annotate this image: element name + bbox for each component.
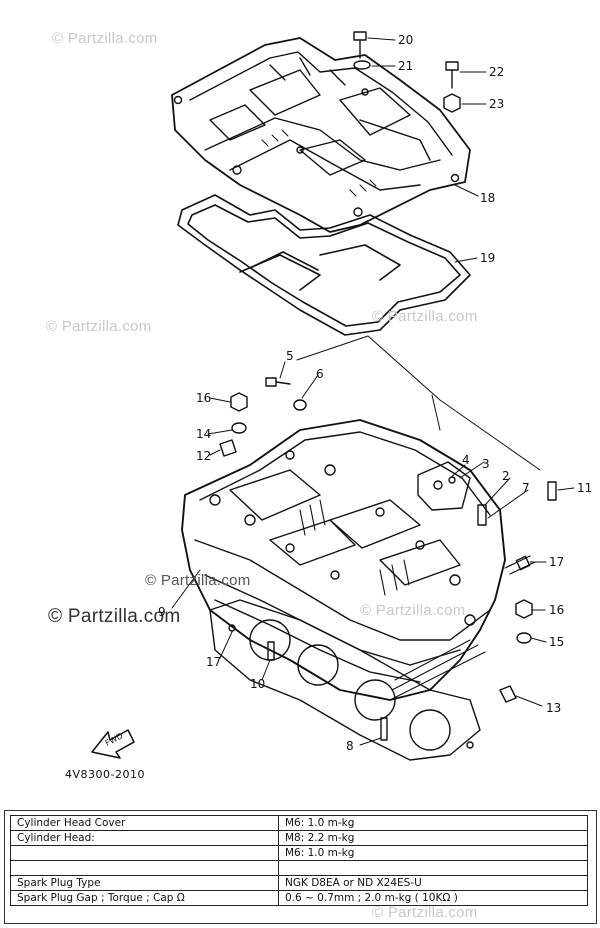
spec-item [10,845,279,861]
cylinder-head-cover [171,37,471,233]
callout-24: 23 [489,97,505,111]
callout-20: 19 [480,251,496,265]
cylinder-head [181,419,506,701]
spec-item: Spark Plug Gap ; Torque ; Cap Ω [10,890,279,906]
leader-lines-upper [367,37,487,263]
small-parts [219,377,557,741]
callout-5: 5 [286,349,294,363]
callout-3: 3 [482,457,490,471]
callout-15: 15 [549,635,565,649]
head-gasket [209,599,481,761]
drawing-code: 4V8300-2010 [65,768,145,781]
cover-bolts [353,31,461,113]
callout-8: 8 [346,739,354,753]
callout-16-left: 16 [196,391,212,405]
watermark: © Partzilla.com [52,30,158,47]
spec-row: Cylinder Head:M8: 2.2 m-kg [10,830,588,846]
watermark: © Partzilla.com [46,318,152,335]
callout-19: 18 [480,191,496,205]
spec-item: Cylinder Head: [10,830,279,846]
callout-9: 9 [158,605,166,619]
callout-23: 22 [489,65,505,79]
watermark: © Partzilla.com [360,602,466,619]
watermark: © Partzilla.com [372,308,478,325]
spec-row [10,860,588,876]
spec-value: 0.6 ~ 0.7mm ; 2.0 m-kg ( 10KΩ ) [278,890,588,906]
cylinder-head-drawing [91,31,575,761]
callout-10: 10 [250,677,266,691]
watermark-main: © Partzilla.com [48,606,181,627]
callout-21: 20 [398,33,414,47]
spec-item: Spark Plug Type [10,875,279,891]
callout-6: 6 [316,367,324,381]
callout-4: 4 [462,453,470,467]
spec-row: M6: 1.0 m-kg [10,845,588,861]
spec-value: M6: 1.0 m-kg [278,815,588,831]
spec-item [10,860,279,876]
spec-value: NGK D8EA or ND X24ES-U [278,875,588,891]
callout-22: 21 [398,59,414,73]
callout-11: 11 [577,481,593,495]
forward-arrow-icon [91,729,135,759]
spec-frame [4,810,597,924]
callout-18: 17 [206,655,222,669]
watermark: © Partzilla.com [145,572,251,589]
spec-value [278,860,588,876]
callout-12: 12 [196,449,212,463]
watermark: © Partzilla.com [372,904,478,921]
leader-lines-lower [171,335,575,746]
head-cover-gasket [177,194,471,336]
callout-17: 17 [549,555,565,569]
exploded-parts-diagram: © Partzilla.com © Partzilla.com © Partzi… [46,30,593,921]
spec-item: Cylinder Head Cover [10,815,279,831]
callout-13: 13 [546,701,562,715]
spec-value: M8: 2.2 m-kg [278,830,588,846]
callout-2: 2 [502,469,510,483]
callout-16-right: 16 [549,603,565,617]
spec-value: M6: 1.0 m-kg [278,845,588,861]
callout-14: 14 [196,427,212,441]
callout-7: 7 [522,481,530,495]
